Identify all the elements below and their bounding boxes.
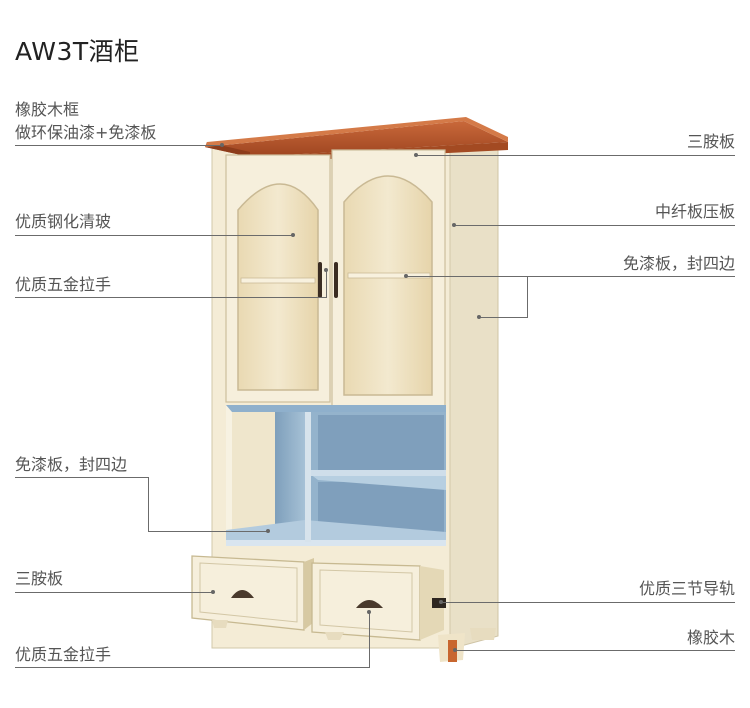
label-rubberwood-frame: 橡胶木框 做环保油漆+免漆板 <box>15 100 156 143</box>
leader-line-paint-free-right-v <box>527 276 528 318</box>
leader-line-rubberwood-frame <box>15 145 223 146</box>
leader-dot-drawer-slide <box>439 600 443 604</box>
leader-line-door-handle-v <box>326 270 327 298</box>
label-plywood-right: 三胺板 <box>686 132 735 151</box>
leader-dot-paint-free-right-2 <box>477 315 481 319</box>
leader-dot-drawer-handle <box>367 610 371 614</box>
label-rubberwood-frame-line-2: 做环保油漆+免漆板 <box>15 123 157 142</box>
leader-dot-paint-free-right <box>404 274 408 278</box>
leader-dot-mdf-board <box>452 223 456 227</box>
leader-dot-rubberwood-frame <box>220 143 224 147</box>
label-mdf-board: 中纤板压板 <box>654 202 735 221</box>
leader-line-drawer-slide <box>442 602 735 603</box>
leader-line-drawer-handle-v <box>369 612 370 668</box>
leader-line-paint-free-right <box>407 276 735 277</box>
label-plywood-left: 三胺板 <box>15 569 64 588</box>
leader-line-tempered-glass <box>15 235 293 236</box>
leader-dot-plywood-left <box>211 590 215 594</box>
label-rubberwood-foot: 橡胶木 <box>686 628 735 647</box>
leader-line-door-handle <box>15 297 326 298</box>
label-tempered-glass: 优质钢化清玻 <box>15 212 112 231</box>
leader-dot-door-handle <box>324 268 328 272</box>
page-title: AW3T酒柜 <box>15 37 140 66</box>
leader-line-plywood-left <box>15 592 213 593</box>
label-door-handle: 优质五金拉手 <box>15 275 112 294</box>
leader-line-paint-free-right-h2 <box>480 317 528 318</box>
label-drawer-handle: 优质五金拉手 <box>15 645 112 664</box>
leader-line-rubberwood-foot <box>456 650 735 651</box>
leader-dot-paint-free-left <box>266 529 270 533</box>
leader-dot-tempered-glass <box>291 233 295 237</box>
label-rubberwood-frame-line-1: 橡胶木框 <box>15 100 80 119</box>
leader-line-plywood-right <box>417 155 735 156</box>
leader-line-paint-free-left-v <box>148 477 149 532</box>
label-paint-free-board-left: 免漆板，封四边 <box>15 455 128 474</box>
leader-line-drawer-handle <box>15 667 369 668</box>
label-paint-free-board-right: 免漆板，封四边 <box>622 254 735 273</box>
leader-line-mdf-board <box>455 225 735 226</box>
leader-dot-rubberwood-foot <box>453 648 457 652</box>
label-drawer-slide: 优质三节导轨 <box>638 579 735 598</box>
leader-line-paint-free-left-h2 <box>148 531 268 532</box>
leader-dot-plywood-right <box>414 153 418 157</box>
leader-line-paint-free-left <box>15 477 148 478</box>
